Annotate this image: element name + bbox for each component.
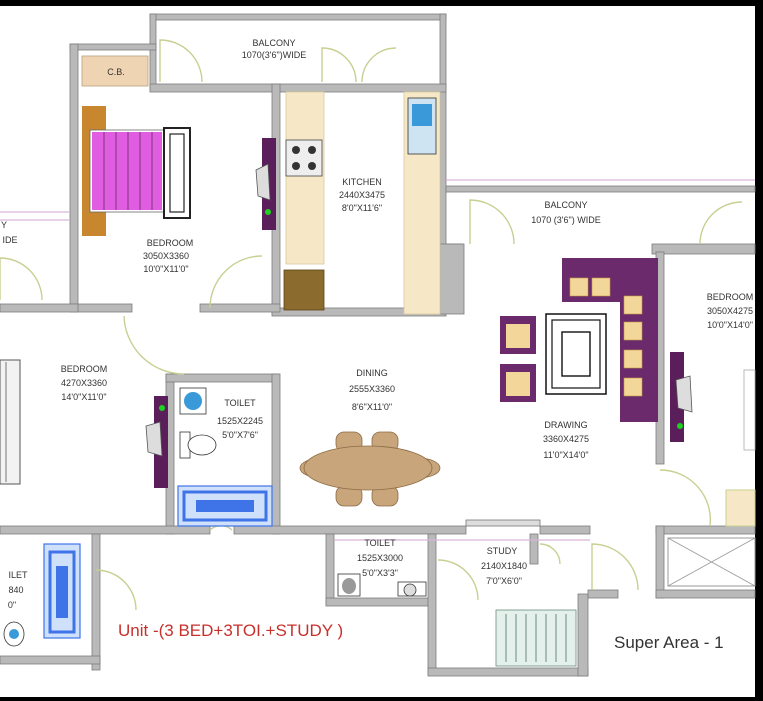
cupboard bbox=[81, 55, 149, 87]
wall bbox=[233, 525, 467, 535]
wall bbox=[439, 243, 465, 315]
wall bbox=[655, 525, 756, 535]
toilet-left-imperial: 0" bbox=[8, 600, 16, 610]
wall bbox=[577, 593, 589, 677]
study-desk bbox=[495, 609, 577, 667]
wall bbox=[271, 373, 281, 535]
wall bbox=[325, 597, 431, 607]
toilet-left-metric: 840 bbox=[8, 585, 23, 595]
coffee-table bbox=[545, 313, 607, 395]
toilet-center-imperial: 5'0"X7'6" bbox=[222, 430, 258, 440]
left-edge-line2: IDE bbox=[2, 235, 17, 245]
left-edge-line1: Y bbox=[1, 220, 7, 230]
hob bbox=[285, 139, 323, 177]
toilet-bottom-name: TOILET bbox=[364, 538, 396, 548]
wall bbox=[165, 373, 279, 383]
wall bbox=[149, 13, 447, 21]
right-black-edge bbox=[755, 0, 763, 697]
double-bed bbox=[82, 106, 191, 236]
study-metric: 2140X1840 bbox=[481, 561, 527, 571]
wall bbox=[69, 43, 79, 311]
unit-label: Unit -(3 BED+3TOI.+STUDY ) bbox=[118, 621, 343, 640]
dining-name: DINING bbox=[356, 368, 388, 378]
drawing-metric: 3360X4275 bbox=[543, 434, 589, 444]
tv-unit-left bbox=[145, 396, 168, 488]
armchairs bbox=[500, 316, 536, 402]
tv-unit-drawing bbox=[670, 352, 693, 442]
wall bbox=[149, 13, 157, 91]
toilet-fixtures bbox=[177, 387, 273, 527]
wall bbox=[0, 655, 101, 665]
kitchen-name: KITCHEN bbox=[342, 177, 382, 187]
bedroom-left-imperial: 14'0"X11'0" bbox=[61, 392, 106, 402]
wall bbox=[0, 525, 211, 535]
super-area-label: Super Area - 1 bbox=[614, 633, 724, 652]
bedroom-top-metric: 3050X3360 bbox=[143, 251, 189, 261]
bedroom-right-metric: 3050X4275 bbox=[707, 306, 753, 316]
wall bbox=[587, 589, 619, 599]
dining-metric: 2555X3360 bbox=[349, 384, 395, 394]
dining-imperial: 8'6"X11'0" bbox=[352, 402, 392, 412]
study-name: STUDY bbox=[487, 546, 518, 556]
wall bbox=[445, 185, 756, 193]
right-bedroom-bed-partial bbox=[743, 369, 756, 451]
left-toilet-fixtures bbox=[3, 543, 81, 647]
wall bbox=[0, 303, 79, 313]
wall bbox=[655, 589, 756, 599]
toilet-left-name: ILET bbox=[8, 570, 28, 580]
balcony-top-name: BALCONY bbox=[252, 38, 295, 48]
wall bbox=[655, 525, 665, 599]
room-labels: C.B. BALCONY 1070(3'6")WIDE BEDROOM 3050… bbox=[1, 38, 753, 610]
wall bbox=[539, 525, 591, 535]
wall bbox=[91, 533, 101, 671]
dining-table bbox=[299, 431, 441, 507]
balcony-top-dims: 1070(3'6")WIDE bbox=[242, 50, 306, 60]
balcony-outline bbox=[0, 179, 755, 541]
door-swings bbox=[0, 39, 743, 611]
toilet-center-metric: 1525X2245 bbox=[217, 416, 263, 426]
sofa-set bbox=[562, 258, 658, 422]
kitchen-metric: 2440X3475 bbox=[339, 190, 385, 200]
top-black-edge bbox=[0, 0, 763, 6]
balcony-right-dims: 1070 (3'6") WIDE bbox=[531, 215, 600, 225]
wall bbox=[69, 43, 157, 51]
bedroom-right-imperial: 10'0"X14'0" bbox=[707, 320, 753, 330]
bottom-toilet-fixtures bbox=[337, 573, 427, 597]
kitchen-imperial: 8'0"X11'6" bbox=[342, 203, 382, 213]
wall bbox=[529, 533, 539, 565]
study-imperial: 7'0"X6'0" bbox=[486, 576, 522, 586]
drawing-name: DRAWING bbox=[544, 420, 587, 430]
toilet-bottom-metric: 1525X3000 bbox=[357, 553, 403, 563]
cb-label: C.B. bbox=[107, 67, 125, 77]
drawing-imperial: 11'0"X14'0" bbox=[543, 450, 588, 460]
wall bbox=[69, 303, 133, 313]
duct bbox=[667, 537, 756, 587]
bedroom-left-metric: 4270X3360 bbox=[61, 378, 107, 388]
wall bbox=[325, 533, 335, 605]
wall bbox=[199, 303, 281, 313]
balcony-right-name: BALCONY bbox=[544, 200, 587, 210]
wall bbox=[427, 667, 589, 677]
counter-bar bbox=[465, 519, 541, 527]
toilet-center-name: TOILET bbox=[224, 398, 256, 408]
bedroom-top-imperial: 10'0"X11'0" bbox=[143, 264, 188, 274]
bedroom-left-name: BEDROOM bbox=[61, 364, 108, 374]
kitchen-counter bbox=[283, 91, 441, 315]
wall bbox=[149, 83, 447, 93]
wall bbox=[651, 243, 756, 255]
tv-unit bbox=[255, 138, 276, 230]
toilet-bottom-imperial: 5'0"X3'3" bbox=[362, 568, 398, 578]
left-bed-partial bbox=[0, 359, 21, 485]
right-bedroom-closet-partial bbox=[725, 489, 756, 527]
bedroom-right-name: BEDROOM bbox=[707, 292, 754, 302]
wall bbox=[427, 533, 437, 675]
bedroom-top-name: BEDROOM bbox=[147, 238, 194, 248]
